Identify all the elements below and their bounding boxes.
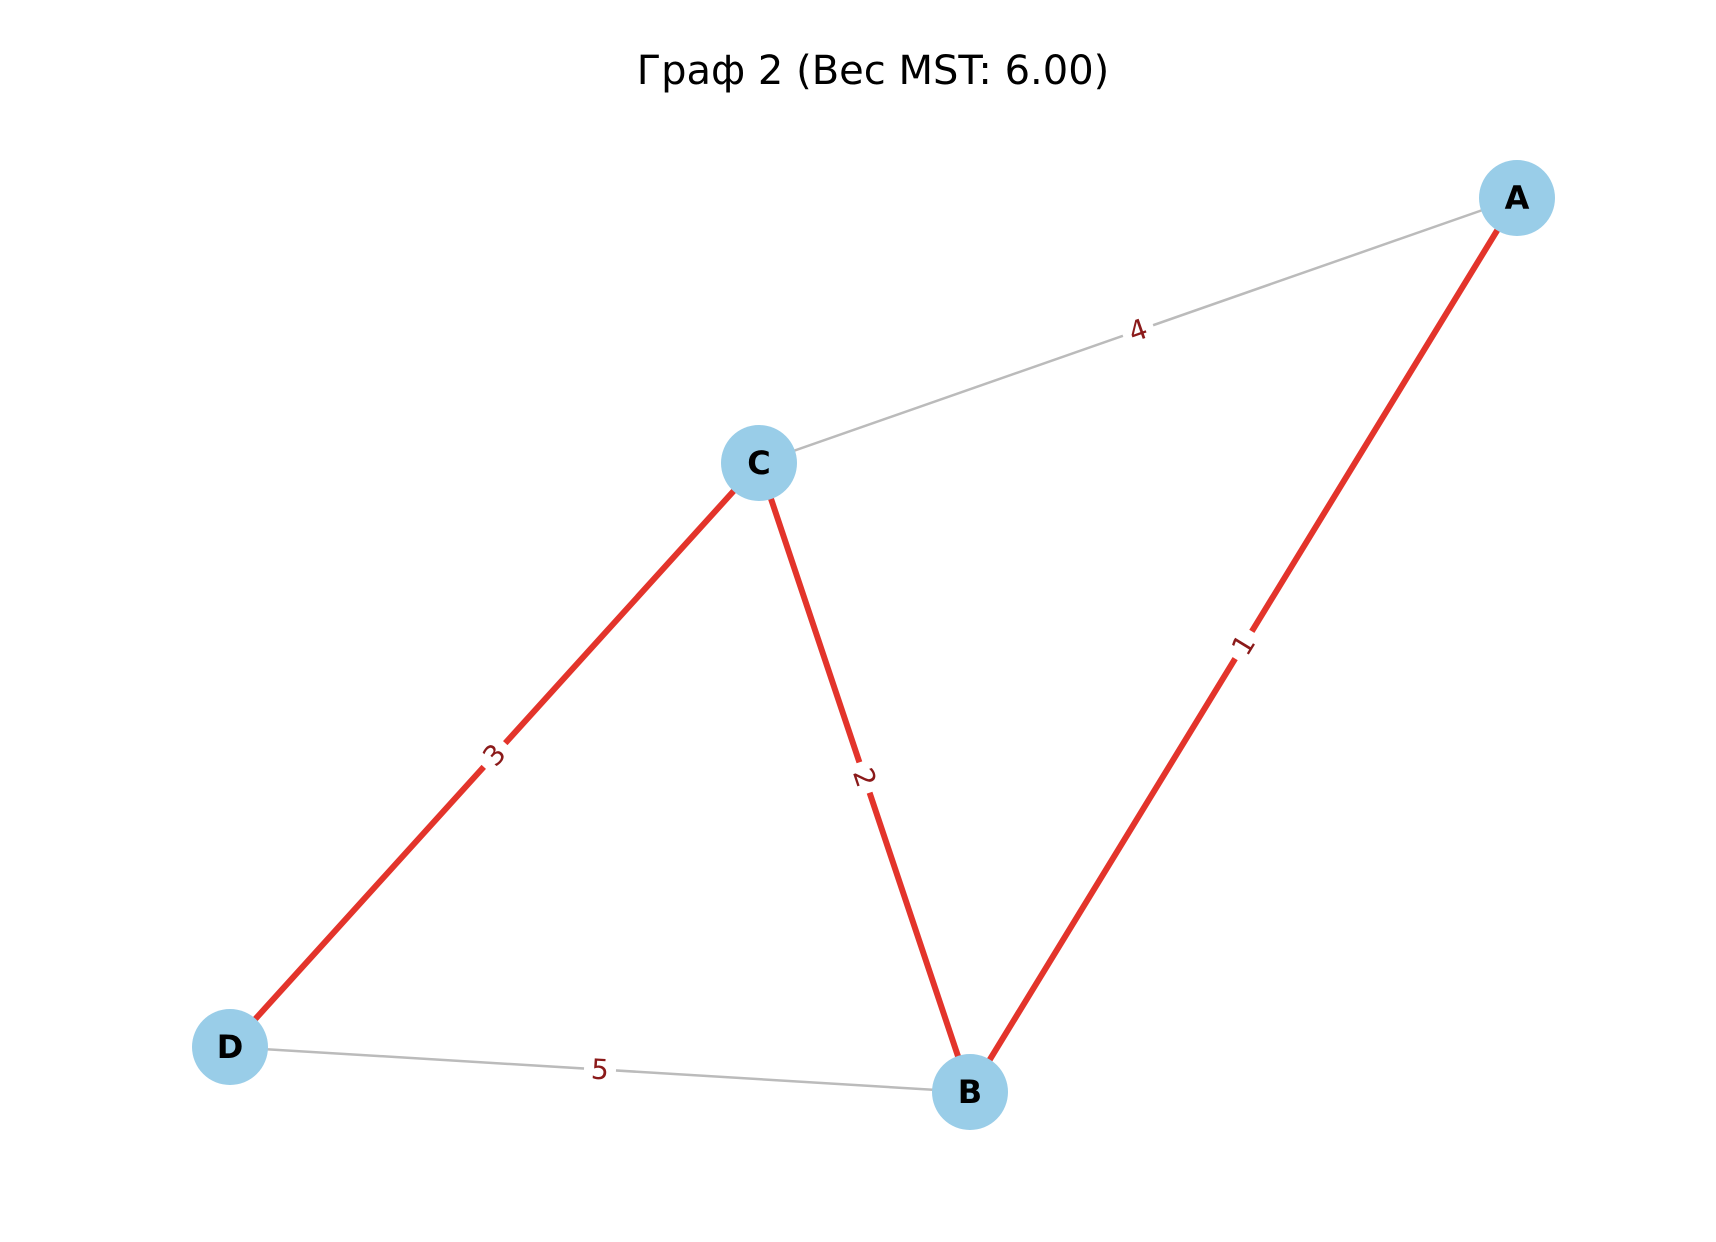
node-d: D [192,1009,268,1085]
edge-weight-label-a-b: 1 [1219,621,1268,669]
edge-weight-label-background [470,731,519,779]
node-label: A [1505,179,1530,217]
node-label: C [747,444,770,482]
node-b: B [932,1054,1008,1130]
edge-weight-label-background [1219,621,1268,669]
node-circle [1479,160,1555,236]
graph-title: Граф 2 (Вес MST: 6.00) [637,48,1110,94]
edges-layer [227,196,1520,1094]
edge-weight-label-a-c: 4 [1116,308,1160,353]
node-circle [932,1054,1008,1130]
node-c: C [721,425,797,501]
node-circle [192,1009,268,1085]
nodes-layer: A B C D [192,160,1555,1130]
node-label: D [217,1028,244,1066]
node-a: A [1479,160,1555,236]
edge-weight-text: 5 [590,1052,610,1086]
node-label: B [958,1073,982,1111]
edge-weight-label-c-b: 2 [842,756,887,799]
edge-weight-label-d-b: 5 [582,1050,618,1089]
edge-weight-label-background [582,1050,618,1089]
edge-weight-label-background [842,756,887,799]
edge-weight-label-background [1116,308,1160,353]
node-circle [721,425,797,501]
